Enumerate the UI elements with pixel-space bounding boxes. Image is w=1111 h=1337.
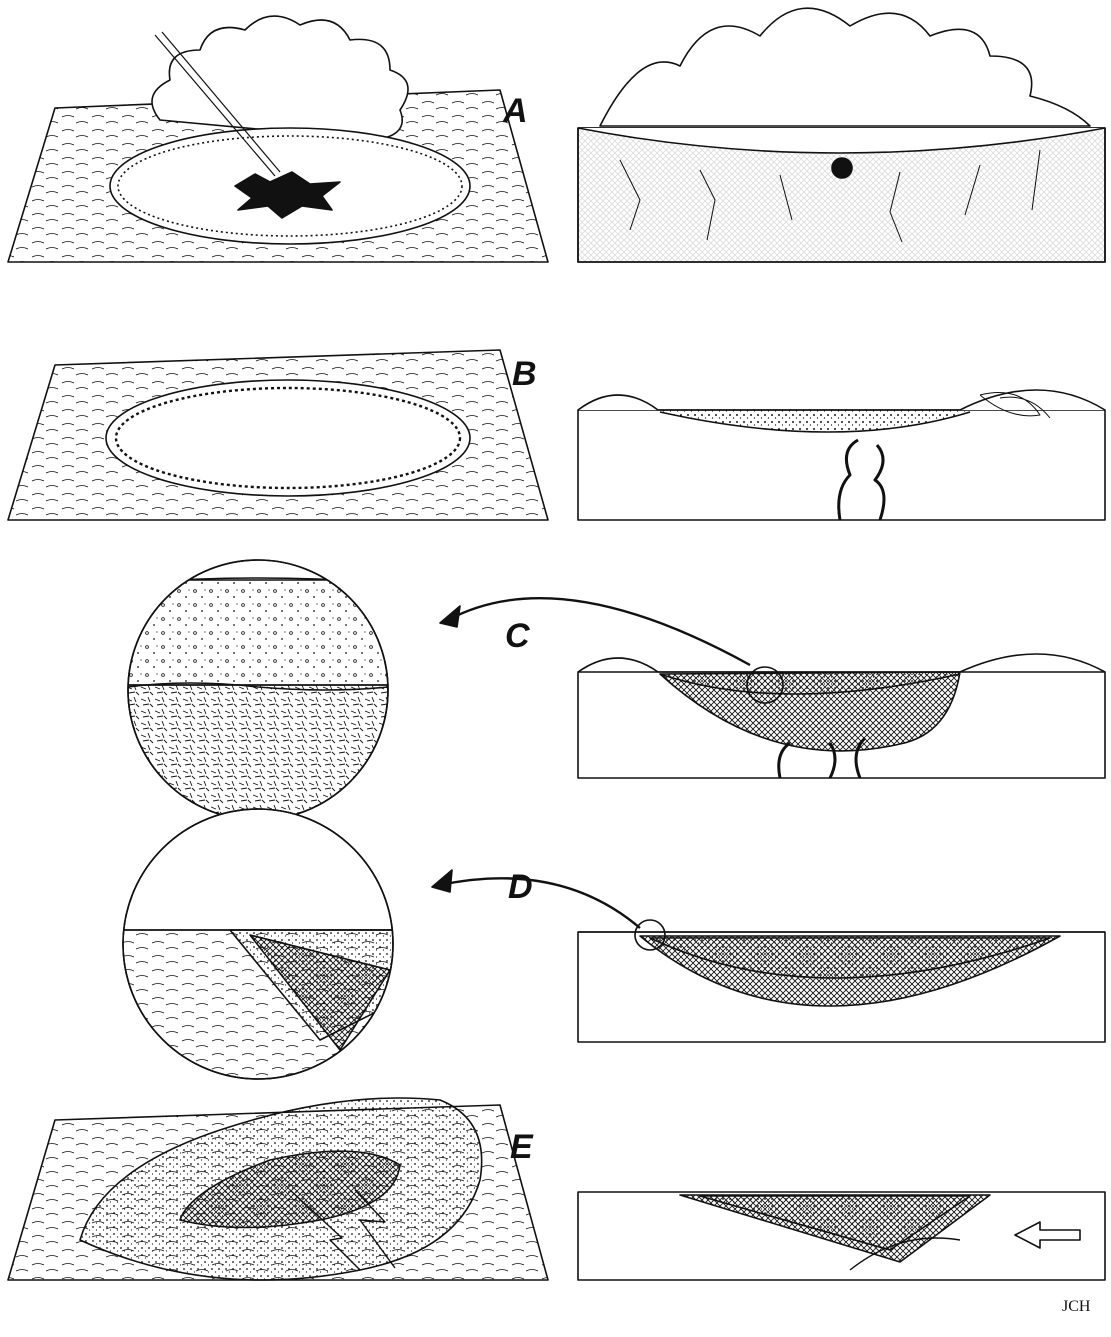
stage-label-e: E — [510, 1128, 533, 1167]
stage-d-section — [432, 870, 1105, 1042]
stage-a-section — [578, 8, 1105, 262]
stage-label-b: B — [512, 355, 537, 394]
stage-a-perspective — [8, 16, 548, 262]
stage-e-perspective — [8, 1098, 548, 1280]
stage-label-a: A — [503, 92, 528, 131]
stage-b-section — [578, 390, 1105, 520]
artist-signature: JCH — [1062, 1298, 1090, 1316]
stage-b-perspective — [8, 350, 548, 520]
stage-c-section — [440, 598, 1105, 778]
stage-c-inset — [120, 560, 400, 825]
stage-label-d: D — [508, 868, 533, 907]
stage-d-inset — [120, 809, 400, 1080]
stage-e-section — [578, 1192, 1105, 1280]
stage-label-c: C — [505, 617, 530, 656]
